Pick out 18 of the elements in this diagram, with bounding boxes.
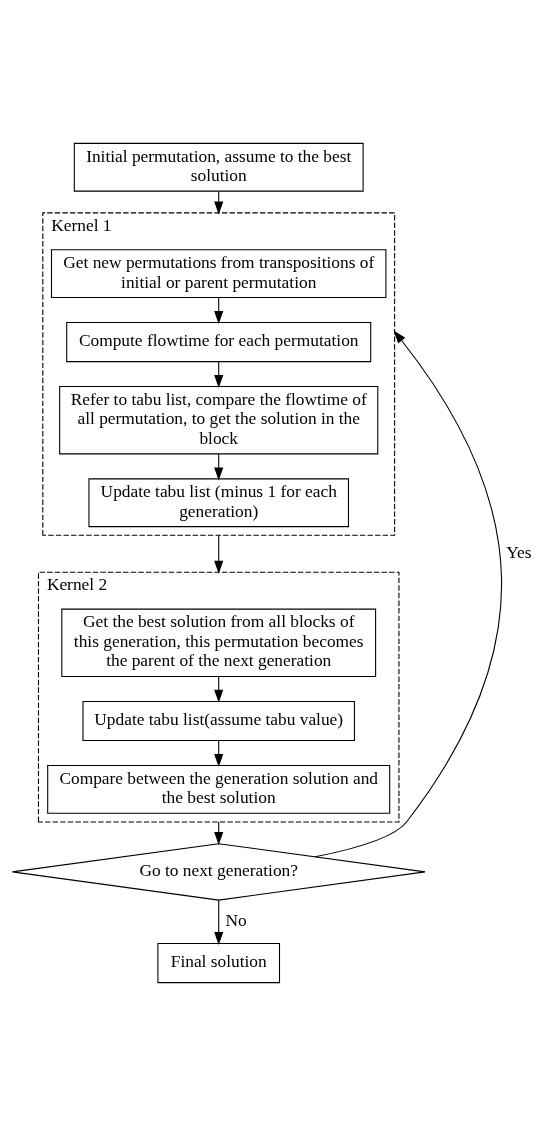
- arrow: [214, 820, 224, 845]
- arrow: [214, 899, 224, 945]
- edge-label: Yes: [506, 542, 532, 562]
- node-box: Compare between the generation solution and the best solution: [47, 764, 391, 814]
- arrow: [314, 329, 503, 857]
- edge-label: No: [225, 910, 247, 930]
- node-box: Compute flowtime for each permutation: [66, 321, 372, 362]
- node-box: Final solution: [157, 942, 281, 983]
- node-box: Initial permutation, assume to the best solution: [73, 142, 364, 192]
- arrow: [214, 534, 224, 574]
- node-box: Update tabu list(assume tabu value): [82, 700, 355, 741]
- node-box: Refer to tabu list, compare the flowtime of all permutation, to get the solution in the block: [59, 385, 379, 454]
- node-box: Update tabu list (minus 1 for each generation): [88, 477, 349, 527]
- node-diamond: Go to next generation?: [11, 842, 426, 901]
- node-box: Get new permutations from transpositions of initial or parent permutation: [50, 248, 387, 298]
- node-box: Get the best solution from all blocks of this generation, this permutation becomes the parent of the next generation: [61, 608, 377, 677]
- arrow: [214, 739, 224, 767]
- arrow: [214, 190, 224, 214]
